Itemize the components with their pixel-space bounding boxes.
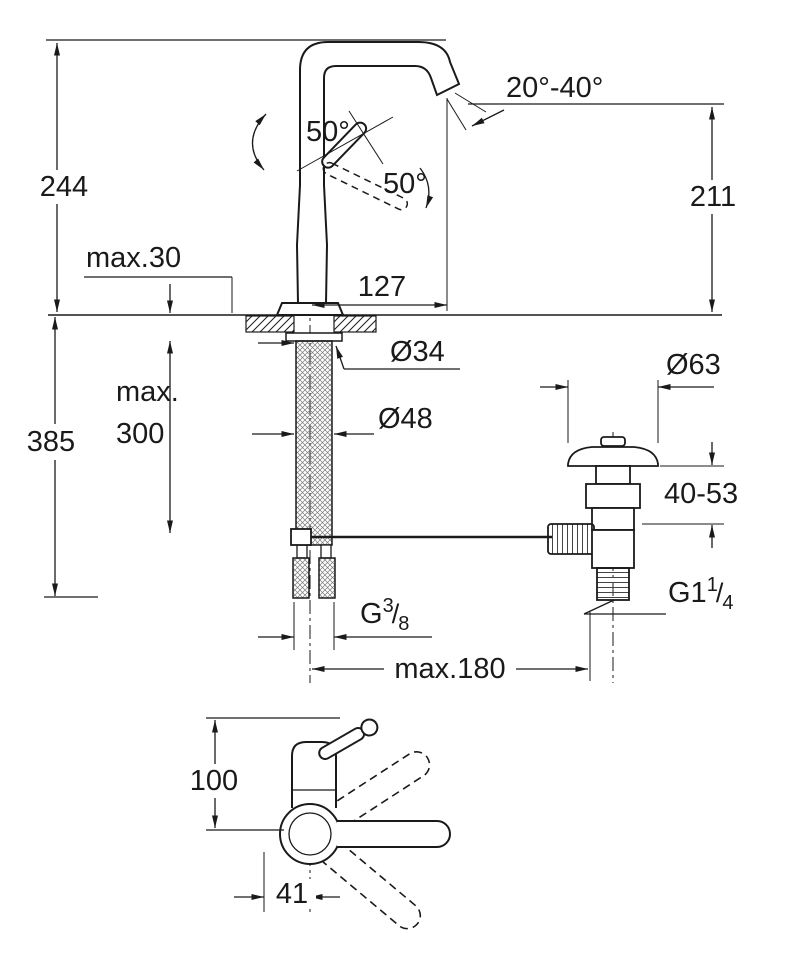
label-base-diameter: Ø48 xyxy=(378,403,433,435)
threaded-shank xyxy=(295,340,333,546)
lever-handle xyxy=(321,121,368,169)
dim-total-depth: 385 xyxy=(22,317,98,598)
label-plan-offset: 41 xyxy=(276,878,308,910)
label-waste-thread-text: G11/4 xyxy=(668,574,733,614)
label-handle-angle-right: 50° xyxy=(383,168,427,200)
dim-spout-reach: 127 xyxy=(312,98,448,311)
plan-spout-solid xyxy=(337,820,451,848)
waste-mid-body xyxy=(591,529,635,569)
waste-collar xyxy=(585,483,641,509)
deck-section-hatch xyxy=(245,315,377,333)
dim-hose-thread: G3/8 xyxy=(258,595,432,650)
faucet-body-outline xyxy=(295,41,461,304)
dim-outlet-height: 211 xyxy=(468,103,744,312)
faucet-plan-view xyxy=(279,718,451,930)
dim-handle-angle-left: 50° xyxy=(251,113,350,171)
waste-neck xyxy=(595,465,631,485)
dim-total-height: 244 xyxy=(34,39,446,312)
plan-spout-ghost-lower xyxy=(322,841,422,930)
label-total-depth: 385 xyxy=(27,426,75,458)
plan-spout-ghost-upper xyxy=(325,751,431,831)
label-waste-flange-diameter: Ø63 xyxy=(666,349,721,381)
dim-rod-reach: max.180 xyxy=(312,612,591,686)
dim-plan-offset: 41 xyxy=(234,852,340,912)
label-handle-angle-left: 50° xyxy=(306,116,350,148)
label-spout-swivel: 20°-40° xyxy=(506,72,603,104)
dim-base-diameter: Ø48 xyxy=(252,403,433,437)
label-hose-thread-text: G3/8 xyxy=(360,595,409,635)
waste-knurled-knob xyxy=(547,523,595,555)
label-rod-reach: max.180 xyxy=(394,653,505,685)
label-shank-diameter: Ø34 xyxy=(390,336,445,368)
waste-plug-knob xyxy=(600,436,626,447)
pop-up-waste-assembly xyxy=(547,436,659,601)
label-waste-thread: G11/4 xyxy=(583,574,733,615)
dim-shank-diameter: Ø34 xyxy=(258,336,460,370)
label-total-height: 244 xyxy=(40,171,88,203)
angle-construction-lines xyxy=(296,110,394,172)
hose-nipple-right xyxy=(320,544,332,559)
plan-escutcheon-inner xyxy=(288,812,332,856)
label-outlet-height: 211 xyxy=(690,181,736,213)
lever-handle-ghost xyxy=(322,161,409,211)
dim-hose-length: max. 300 xyxy=(116,341,179,533)
dim-waste-clamp-range: 40-53 xyxy=(642,442,738,548)
waste-upper-body xyxy=(591,507,635,531)
dim-handle-angle-right: 50° xyxy=(383,167,434,209)
hose-connector-right xyxy=(318,557,336,599)
dim-plan-depth: 100 xyxy=(180,717,340,831)
centerlines xyxy=(309,125,614,912)
waste-flange-dome xyxy=(567,446,659,467)
plan-lever xyxy=(318,718,379,760)
faucet-side-view xyxy=(48,41,722,599)
label-waste-clamp-range: 40-53 xyxy=(664,478,738,510)
label-max-deck-thickness: max.30 xyxy=(86,242,181,274)
label-spout-reach: 127 xyxy=(358,271,406,303)
dim-waste-flange-diameter: Ø63 xyxy=(540,349,721,443)
waste-threaded-tail xyxy=(596,567,630,601)
hose-nipple-left xyxy=(296,544,308,559)
hose-connector-left xyxy=(292,557,310,599)
dim-spout-swivel: 20°-40° xyxy=(446,72,603,131)
dim-max-deck-thickness: max.30 xyxy=(84,242,233,313)
pop-up-rod-joint xyxy=(290,528,312,546)
label-plan-depth: 100 xyxy=(190,765,238,797)
mounting-washer xyxy=(285,332,343,342)
label-hose-length: 300 xyxy=(116,418,164,450)
